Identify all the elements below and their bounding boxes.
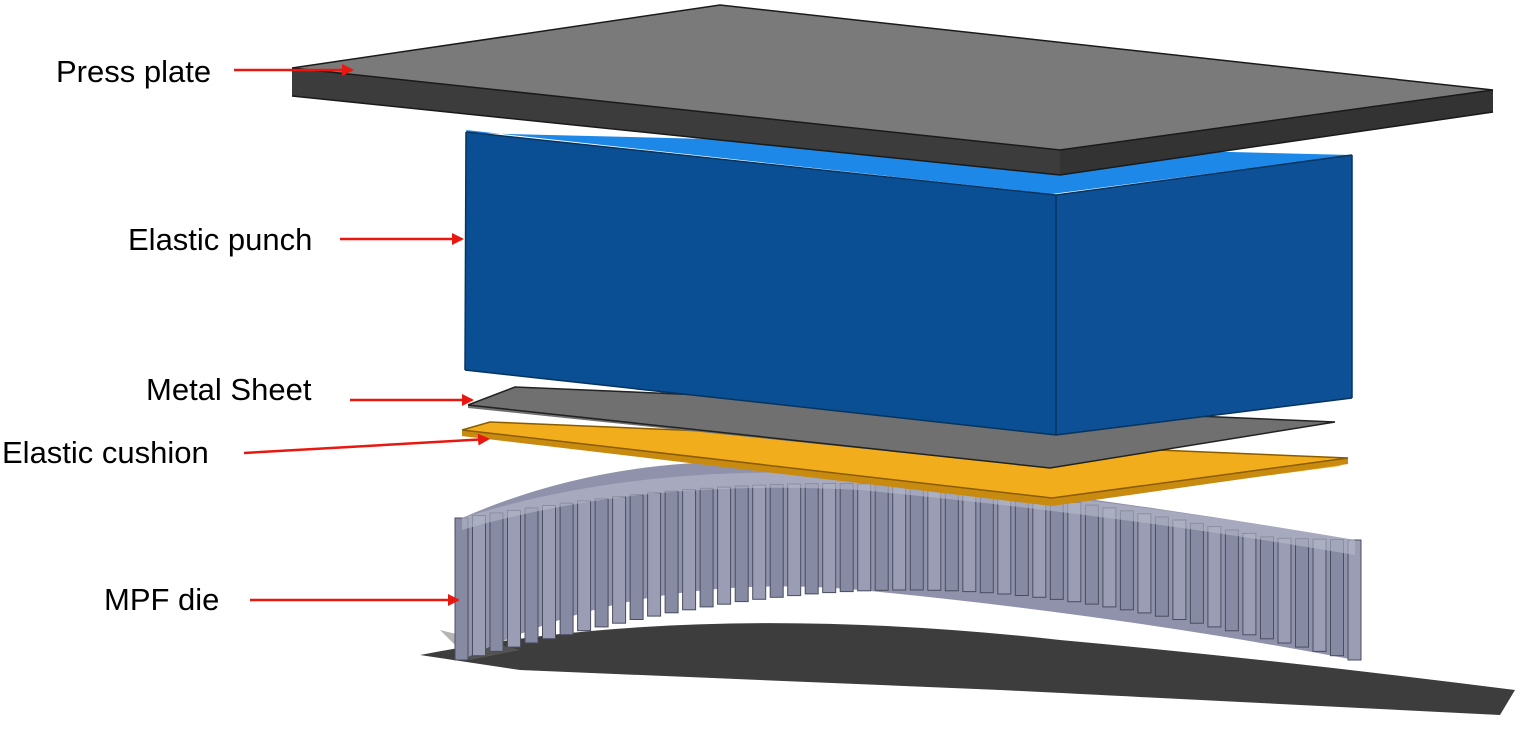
die-pin — [647, 492, 662, 617]
label-elastic-punch: Elastic punch — [128, 222, 464, 257]
die-pin — [1189, 522, 1204, 624]
label-press-plate-text: Press plate — [56, 54, 211, 89]
die-pin — [927, 486, 942, 591]
die-pin — [664, 490, 679, 614]
mpf-die-top-texture — [462, 472, 1355, 555]
die-pin — [734, 485, 749, 603]
die-pin — [874, 483, 889, 591]
die-pin — [1242, 532, 1257, 636]
die-pin — [542, 505, 556, 640]
die-pin — [699, 487, 714, 608]
die-pin — [804, 483, 819, 595]
die-pin — [1207, 526, 1222, 628]
die-pin — [1067, 502, 1082, 603]
label-elastic-cushion: Elastic cushion — [2, 433, 490, 470]
die-pin — [1049, 499, 1064, 600]
label-elastic-cushion-text: Elastic cushion — [2, 435, 209, 470]
die-pin — [1295, 538, 1309, 648]
die-pin — [1137, 513, 1152, 614]
die-pin — [787, 483, 802, 597]
die-pin — [1312, 538, 1327, 652]
die-pin — [1102, 507, 1117, 608]
elastic-cushion — [461, 421, 1349, 506]
die-pin — [822, 483, 837, 594]
die-pin — [559, 502, 574, 636]
die-pin — [1224, 529, 1239, 632]
die-pin — [577, 500, 592, 632]
die-pin — [997, 492, 1012, 595]
die-pin — [1330, 539, 1344, 657]
die-pin — [507, 509, 521, 648]
metal-sheet — [467, 386, 1336, 469]
die-pin — [979, 491, 994, 594]
die-pin — [892, 484, 907, 591]
die-pin — [1084, 504, 1099, 605]
die-pin — [1119, 510, 1134, 611]
die-pin — [1260, 536, 1274, 640]
die-pin — [1347, 539, 1362, 661]
die-pin — [944, 487, 959, 592]
label-mpf-die-text: MPF die — [104, 582, 219, 617]
die-pin — [612, 496, 627, 624]
label-metal-sheet: Metal Sheet — [146, 372, 474, 407]
die-pin — [524, 507, 539, 644]
die-pin — [1277, 537, 1292, 644]
press-plate — [291, 4, 1494, 176]
elastic-punch — [464, 130, 1353, 436]
die-pin — [682, 489, 697, 611]
label-press-plate: Press plate — [56, 54, 354, 89]
die-pin — [1154, 516, 1169, 617]
die-pin — [1014, 494, 1029, 596]
die-pin — [454, 517, 469, 661]
die-pin — [839, 483, 854, 593]
die-pin — [962, 489, 977, 593]
die-pin — [1032, 497, 1047, 598]
die-pin — [769, 483, 784, 598]
label-elastic-punch-text: Elastic punch — [128, 222, 312, 257]
die-pin — [909, 485, 924, 591]
label-mpf-die: MPF die — [104, 582, 460, 617]
die-pin — [472, 515, 486, 657]
die-pin — [489, 512, 504, 652]
die-pin — [594, 498, 609, 628]
label-metal-sheet-text: Metal Sheet — [146, 372, 312, 407]
die-pin — [857, 483, 872, 592]
die-pin — [752, 484, 767, 600]
die-pin — [717, 486, 732, 605]
mpf-die — [454, 461, 1362, 661]
die-pin — [629, 494, 644, 621]
die-pin — [1172, 519, 1187, 620]
arrow-elastic-cushion — [243, 433, 490, 455]
